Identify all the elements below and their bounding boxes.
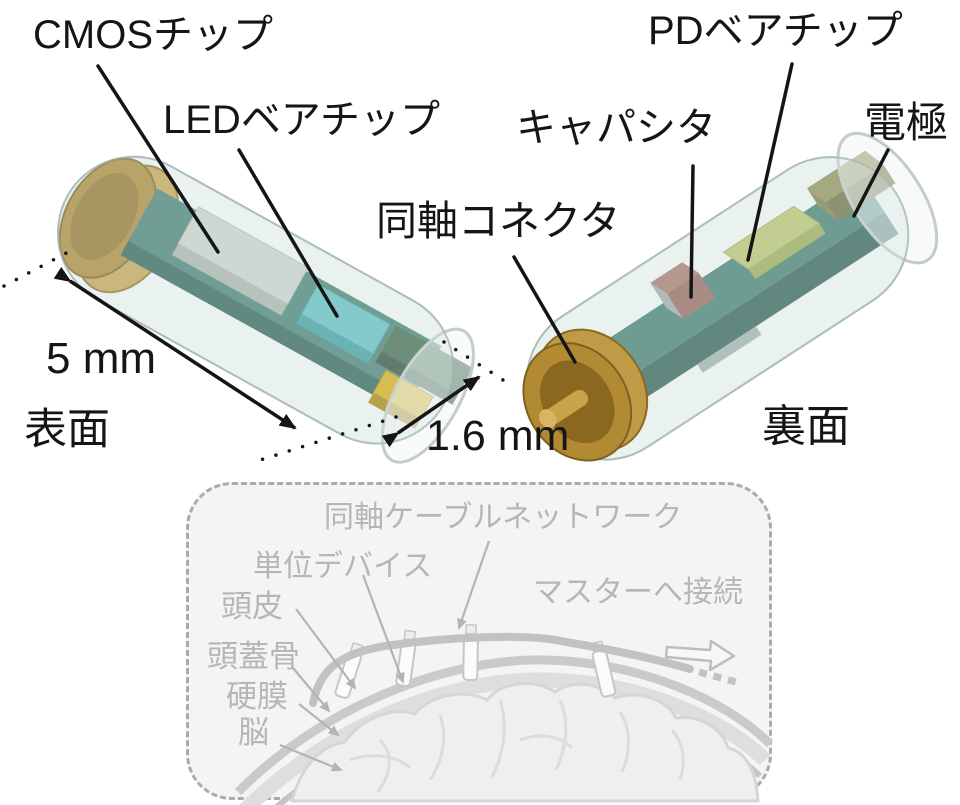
electrode-label: 電極 <box>864 99 949 146</box>
capacitor-leader-line <box>689 164 695 299</box>
scalp-label: 頭皮 <box>221 589 283 624</box>
to-master-arrow <box>664 639 736 672</box>
back-side-label: 裏面 <box>762 402 850 451</box>
coax-cable <box>309 632 694 707</box>
brain-drawing <box>290 682 760 803</box>
tube-opening <box>836 131 939 265</box>
length-dimension-arrow <box>53 266 297 430</box>
dotted-extension-lines <box>2 249 516 464</box>
pcb-board-side <box>599 211 899 419</box>
scalp-arrow <box>295 608 357 690</box>
pd-chip <box>722 205 826 280</box>
length-dimension-label: 5 mm <box>46 334 156 383</box>
electrode-leader-line <box>852 148 890 218</box>
network-arrow <box>457 540 491 630</box>
implant-diagram <box>234 540 774 805</box>
cable-dashed-continuation <box>698 668 741 687</box>
brain-arrow <box>279 743 343 772</box>
led-leader-line <box>237 148 339 318</box>
skull-label: 頭蓋骨 <box>207 639 300 674</box>
brain-label: 脳 <box>238 715 269 750</box>
coax-network-label: 同軸ケーブルネットワーク <box>324 501 683 534</box>
led-chip-label: LEDベアチップ <box>163 98 441 142</box>
unit-device-label: 単位デバイス <box>253 550 433 583</box>
led-chip <box>296 283 391 364</box>
diameter-dimension-label: 1.6 mm <box>426 412 570 460</box>
dura-arrow <box>298 703 340 737</box>
front-side-label: 表面 <box>24 406 110 454</box>
cmos-chip-label: CMOSチップ <box>33 13 273 57</box>
coax-connector <box>522 328 649 462</box>
implanted-device <box>462 624 479 682</box>
skull-arrow <box>292 667 331 713</box>
pcb-pad <box>697 326 762 373</box>
coax-connector-label: 同軸コネクタ <box>376 198 621 244</box>
dura-label: 硬膜 <box>226 679 288 714</box>
diameter-dimension-arrow <box>381 375 481 448</box>
unit-device-arrow <box>361 574 405 684</box>
cmos-leader-line <box>96 64 220 254</box>
leader-lines <box>96 62 890 364</box>
brass-end-cap <box>58 157 180 294</box>
pd-chip-label: PDベアチップ <box>648 9 903 53</box>
pd-leader-line <box>746 62 794 262</box>
back-device-render <box>522 131 939 462</box>
coax-leader-line <box>512 255 577 364</box>
master-connect-label: マスターへ接続 <box>533 576 743 609</box>
capacitor-label: キャパシタ <box>516 106 716 150</box>
skull-arc <box>239 672 771 805</box>
